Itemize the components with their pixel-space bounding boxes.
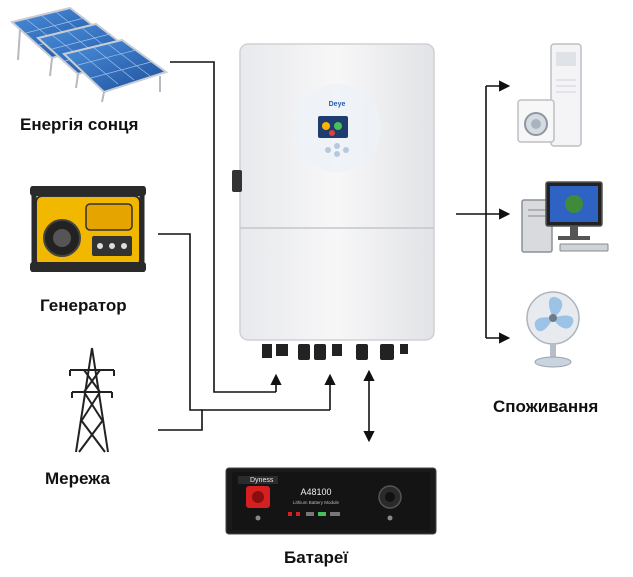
label-grid: Мережа [45,469,110,488]
label-batteries: Батареї [284,548,349,567]
battery-module-icon: Dyness A48100 Lithium Battery Module [225,467,437,535]
inverter-brand: Deye [329,101,346,108]
label-generator: Генератор [40,296,127,315]
desktop-computer-icon [521,181,609,253]
battery-subtitle: Lithium Battery Module [293,500,340,505]
label-solar: Енергія сонця [20,115,139,134]
inverter-icon: Deye [232,43,435,360]
battery-model: A48100 [300,487,331,497]
battery-brand: Dyness [250,477,274,484]
generator-icon [30,186,146,272]
power-tower-icon [69,347,115,453]
air-conditioner-washer-icon [517,43,582,147]
electric-fan-icon [526,291,580,368]
label-consumption: Споживання [493,397,599,416]
solar-panels-icon [9,6,169,103]
connection-lines [158,61,511,443]
